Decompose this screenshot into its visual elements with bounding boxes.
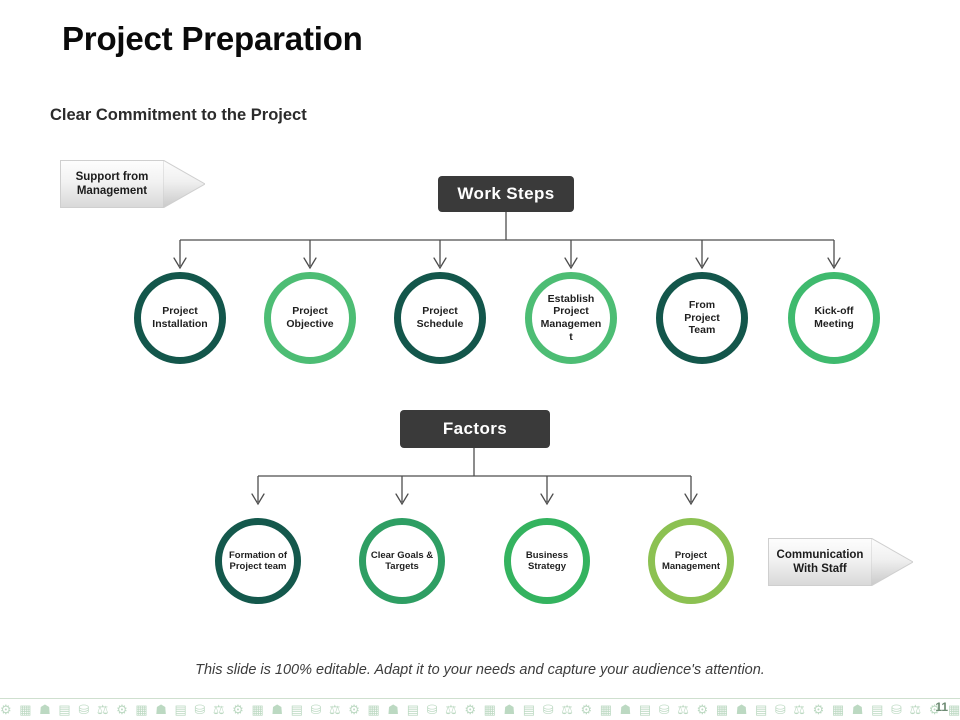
node-project-management-label: Project Management [661, 549, 721, 572]
section-subtitle: Clear Commitment to the Project [50, 106, 307, 124]
node-kick-off-meeting[interactable]: Kick-off Meeting [788, 272, 880, 364]
group-heading-work-steps[interactable]: Work Steps [438, 176, 574, 212]
callout-support-body: Support from Management [60, 160, 163, 208]
group-heading-work-steps-label: Work Steps [457, 184, 555, 203]
node-establish-project-management-label: Establish Project Managemen t [540, 292, 602, 343]
node-establish-project-management[interactable]: Establish Project Managemen t [525, 272, 617, 364]
node-from-project-team[interactable]: From Project Team [656, 272, 748, 364]
node-formation-of-project-team-label: Formation of Project team [228, 549, 288, 572]
node-from-project-team-label: From Project Team [684, 299, 720, 337]
callout-support-arrowhead-icon [163, 160, 205, 208]
editable-note: This slide is 100% editable. Adapt it to… [195, 662, 765, 678]
callout-communication-with-staff[interactable]: Communication With Staff [768, 538, 913, 586]
callout-communication-label: Communication With Staff [776, 548, 864, 575]
callout-support-from-management[interactable]: Support from Management [60, 160, 205, 208]
footer-icon-strip: ⚙ ▦ ☗ ▤ ⛁ ⚖ ⚙ ▦ ☗ ▤ ⛁ ⚖ ⚙ ▦ ☗ ▤ ⛁ ⚖ ⚙ ▦ … [0, 698, 960, 720]
node-project-installation[interactable]: Project Installation [134, 272, 226, 364]
node-clear-goals-targets-label: Clear Goals & Targets [370, 549, 434, 572]
callout-communication-arrowhead-icon [871, 538, 913, 586]
node-clear-goals-targets[interactable]: Clear Goals & Targets [359, 518, 445, 604]
node-kick-off-meeting-label: Kick-off Meeting [814, 305, 854, 330]
node-business-strategy[interactable]: Business Strategy [504, 518, 590, 604]
callout-support-label: Support from Management [75, 170, 149, 197]
page-title: Project Preparation [62, 20, 363, 57]
node-project-objective-label: Project Objective [286, 305, 334, 330]
node-project-schedule-label: Project Schedule [416, 305, 464, 330]
page-number: 11 [935, 700, 948, 714]
node-project-installation-label: Project Installation [152, 305, 208, 330]
node-project-schedule[interactable]: Project Schedule [394, 272, 486, 364]
callout-communication-body: Communication With Staff [768, 538, 871, 586]
node-business-strategy-label: Business Strategy [525, 549, 569, 572]
node-formation-of-project-team[interactable]: Formation of Project team [215, 518, 301, 604]
node-project-management[interactable]: Project Management [648, 518, 734, 604]
group-heading-factors-label: Factors [442, 419, 508, 438]
group-heading-factors[interactable]: Factors [400, 410, 550, 448]
node-project-objective[interactable]: Project Objective [264, 272, 356, 364]
